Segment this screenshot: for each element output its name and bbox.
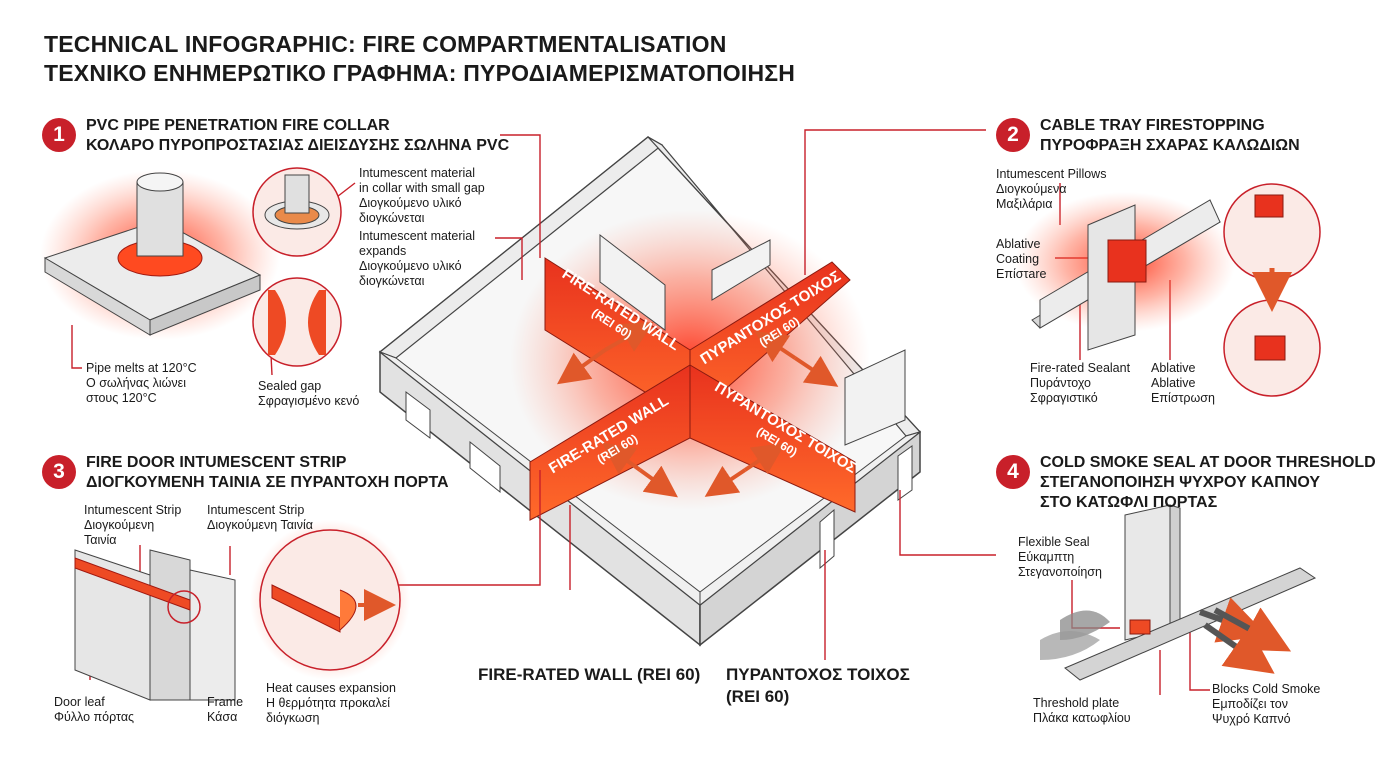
- section-4-badge: 4: [996, 455, 1030, 489]
- cable-tray-illustration: [1015, 183, 1321, 397]
- ablative-coating-label-3: Επίστare: [996, 267, 1047, 281]
- pillows-label-1: Intumescent Pillows: [996, 167, 1107, 181]
- sealant-label-3: Σφραγιστικό: [1030, 391, 1098, 405]
- section-3-title-el: ΔΙΟΓΚΟΥΜΕΝΗ ΤΑΙΝΙΑ ΣΕ ΠΥΡΑΝΤΟΧΗ ΠΟΡΤΑ: [86, 474, 449, 491]
- section-4-title-el-2: ΣΤΟ ΚΑΤΩΦΛΙ ΠΟΡΤΑΣ: [1040, 494, 1218, 511]
- threshold-label: Threshold plate Πλάκα κατωφλίου: [1033, 696, 1131, 726]
- collar-gap-label-4: διογκώνεται: [359, 211, 425, 225]
- section-2-badge: 2: [996, 118, 1030, 152]
- blocks-smoke-label: Blocks Cold Smoke Εμποδίζει τον Ψυχρό Κα…: [1212, 682, 1320, 727]
- blocks-smoke-label-2: Εμποδίζει τον: [1212, 697, 1288, 711]
- section-1-badge: 1: [42, 118, 76, 152]
- strip-a-label-1: Intumescent Strip: [84, 503, 182, 517]
- section-1-title-el: ΚΟΛΑΡΟ ΠΥΡΟΠΡΟΣΤΑΣΙΑΣ ΔΙΕΙΣΔΥΣΗΣ ΣΩΛΗΝΑ …: [86, 137, 510, 154]
- heat-label-1: Heat causes expansion: [266, 681, 396, 695]
- title-line-el: ΤΕΧΝΙΚΟ ΕΝΗΜΕΡΩΤΙΚΟ ΓΡΑΦΗΜΑ: ΠΥΡΟΔΙΑΜΕΡΙ…: [44, 60, 796, 86]
- page-title: TECHNICAL INFOGRAPHIC: FIRE COMPARTMENTA…: [44, 30, 795, 88]
- blocks-smoke-label-3: Ψυχρό Καπνό: [1212, 712, 1291, 726]
- expands-label-3: Διογκούμενο υλικό: [359, 259, 462, 273]
- sealed-gap-label-1: Sealed gap: [258, 379, 322, 393]
- expands-label: Intumescent material expands Διογκούμενο…: [359, 229, 475, 289]
- flexible-seal-label-2: Εύκαμπτη: [1018, 550, 1075, 564]
- section-4-title-el-1: ΣΤΕΓΑΝΟΠΟΙΗΣΗ ΨΥΧΡΟΥ ΚΑΠΝΟΥ: [1040, 474, 1321, 491]
- pillows-label: Intumescent Pillows Διογκούμενα Μαξιλάρι…: [996, 167, 1106, 212]
- section-2-title-en: CABLE TRAY FIRESTOPPING: [1040, 117, 1265, 134]
- frame-label-2: Κάσα: [207, 710, 238, 724]
- sealant-label-1: Fire-rated Sealant: [1030, 361, 1131, 375]
- expands-label-1: Intumescent material: [359, 229, 476, 243]
- ablative-label: Ablative Ablative Επίστρωση: [1151, 361, 1215, 406]
- heat-label-2: Η θερμότητα προκαλεί: [266, 696, 391, 710]
- heat-label: Heat causes expansion Η θερμότητα προκαλ…: [266, 681, 396, 726]
- section-3-badge: 3: [42, 455, 76, 489]
- strip-b-label: Intumescent Strip Διογκούμενη Ταινία: [207, 503, 313, 533]
- section-3-title: FIRE DOOR INTUMESCENT STRIP ΔΙΟΓΚΟΥΜΕΝΗ …: [86, 453, 449, 493]
- collar-gap-label-2: in collar with small gap: [359, 181, 485, 195]
- threshold-label-1: Threshold plate: [1033, 696, 1120, 710]
- collar-gap-label: Intumescent material in collar with smal…: [359, 166, 485, 226]
- section-2-title-el: ΠΥΡΟΦΡΑΞΗ ΣΧΑΡΑΣ ΚΑΛΩΔΙΩΝ: [1040, 137, 1300, 154]
- bottom-label-el-1: ΠΥΡΑΝΤΟΧΟΣ ΤΟΙΧΟΣ: [726, 665, 910, 684]
- threshold-label-2: Πλάκα κατωφλίου: [1033, 711, 1131, 725]
- sealed-gap-label-2: Σφραγισμένο κενό: [258, 394, 360, 408]
- section-2-title: CABLE TRAY FIRESTOPPING ΠΥΡΟΦΡΑΞΗ ΣΧΑΡΑΣ…: [1040, 116, 1300, 156]
- flexible-seal-label: Flexible Seal Εύκαμπτη Στεγανοποίηση: [1018, 535, 1102, 580]
- section-3-title-en: FIRE DOOR INTUMESCENT STRIP: [86, 454, 347, 471]
- flexible-seal-label-3: Στεγανοποίηση: [1018, 565, 1102, 579]
- bottom-label-en: FIRE-RATED WALL (REI 60): [478, 665, 701, 684]
- collar-gap-label-3: Διογκούμενο υλικό: [359, 196, 462, 210]
- strip-b-label-2: Διογκούμενη Ταινία: [207, 518, 313, 532]
- section-4-title-en: COLD SMOKE SEAL AT DOOR THRESHOLD: [1040, 454, 1376, 471]
- section-1-title: PVC PIPE PENETRATION FIRE COLLAR ΚΟΛΑΡΟ …: [86, 116, 509, 156]
- strip-a-label-2: Διογκούμενη: [84, 518, 155, 532]
- section-1-title-en: PVC PIPE PENETRATION FIRE COLLAR: [86, 117, 390, 134]
- ablative-coating-label-1: Ablative: [996, 237, 1041, 251]
- pipe-melts-label: Pipe melts at 120°C Ο σωλήνας λιώνει στο…: [86, 361, 197, 406]
- sealant-label-2: Πυράντοχο: [1030, 376, 1092, 390]
- title-line-en: TECHNICAL INFOGRAPHIC: FIRE COMPARTMENTA…: [44, 31, 727, 57]
- pipe-melts-label-3: στους 120°C: [86, 391, 157, 405]
- bottom-label-el: ΠΥΡΑΝΤΟΧΟΣ ΤΟΙΧΟΣ (REI 60): [726, 664, 910, 708]
- door-leaf-label-2: Φύλλο πόρτας: [54, 710, 135, 724]
- ablative-coating-label: Ablative Coating Επίστare: [996, 237, 1046, 282]
- ablative-label-1: Ablative: [1151, 361, 1196, 375]
- pillows-label-3: Μαξιλάρια: [996, 197, 1053, 211]
- strip-a-label: Intumescent Strip Διογκούμενη Ταινία: [84, 503, 181, 548]
- flexible-seal-label-1: Flexible Seal: [1018, 535, 1090, 549]
- door-leaf-label-1: Door leaf: [54, 695, 105, 709]
- section-4-title: COLD SMOKE SEAL AT DOOR THRESHOLD ΣΤΕΓΑΝ…: [1040, 453, 1376, 513]
- door-leaf-label: Door leaf Φύλλο πόρτας: [54, 695, 134, 725]
- sealed-gap-label: Sealed gap Σφραγισμένο κενό: [258, 379, 359, 409]
- ablative-label-3: Επίστρωση: [1151, 391, 1215, 405]
- pillows-label-2: Διογκούμενα: [996, 182, 1067, 196]
- strip-b-label-1: Intumescent Strip: [207, 503, 305, 517]
- leader-lines: [71, 129, 1210, 695]
- ablative-label-2: Ablative: [1151, 376, 1196, 390]
- heat-label-3: διόγκωση: [266, 711, 320, 725]
- bottom-label-el-2: (REI 60): [726, 687, 790, 706]
- smoke-seal-illustration: [1040, 504, 1317, 681]
- blocks-smoke-label-1: Blocks Cold Smoke: [1212, 682, 1321, 696]
- pipe-collar-illustration: [40, 167, 342, 367]
- expands-label-2: expands: [359, 244, 407, 258]
- ablative-coating-label-2: Coating: [996, 252, 1040, 266]
- collar-gap-label-1: Intumescent material: [359, 166, 476, 180]
- expands-label-4: διογκώνεται: [359, 274, 425, 288]
- fire-door-illustration: [74, 520, 410, 701]
- frame-label-1: Frame: [207, 695, 244, 709]
- sealant-label: Fire-rated Sealant Πυράντοχο Σφραγιστικό: [1030, 361, 1130, 406]
- pipe-melts-label-1: Pipe melts at 120°C: [86, 361, 197, 375]
- pipe-melts-label-2: Ο σωλήνας λιώνει: [86, 376, 186, 390]
- frame-label: Frame Κάσα: [207, 695, 243, 725]
- strip-a-label-3: Ταινία: [84, 533, 117, 547]
